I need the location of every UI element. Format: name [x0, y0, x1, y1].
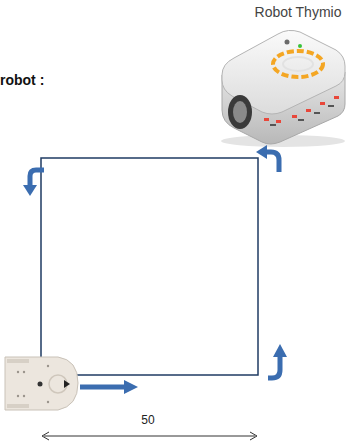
- dot: [47, 401, 49, 403]
- led: [276, 120, 281, 123]
- dot: [23, 395, 25, 397]
- turn-arrow: [266, 152, 279, 172]
- robot-front-leds: [264, 96, 339, 123]
- led: [320, 102, 325, 105]
- robot-led-green: [298, 44, 302, 48]
- turn-arrows: [30, 152, 280, 387]
- sensor: [314, 112, 320, 114]
- dot: [47, 365, 49, 367]
- dot: [23, 371, 25, 373]
- robot-top-hole: [38, 382, 43, 387]
- led: [264, 118, 269, 121]
- led: [306, 109, 311, 112]
- sensor: [328, 105, 334, 107]
- turn-arrow: [30, 170, 44, 186]
- arrow-heads: [23, 145, 287, 394]
- robot-top-body: [5, 357, 78, 410]
- dimension-line: [42, 432, 257, 440]
- robot-wheel-hub: [233, 101, 247, 123]
- dimension-label: 50: [118, 414, 178, 428]
- robot-illustration: [221, 30, 345, 147]
- dot: [17, 371, 19, 373]
- square-path: [41, 158, 258, 375]
- arrow-head: [124, 380, 138, 394]
- robot-top-wheel: [7, 404, 29, 408]
- sensor: [298, 119, 304, 121]
- robot-top-view: [5, 357, 78, 410]
- robot-top-direction: [64, 380, 70, 388]
- dimension-head: [42, 432, 49, 440]
- led: [334, 96, 339, 99]
- robot-led-ring: [273, 51, 323, 77]
- arrow-head: [23, 185, 37, 196]
- arrow-head: [273, 344, 287, 357]
- dimension-head: [250, 432, 257, 440]
- turn-arrow: [268, 356, 280, 378]
- caption-text: Robot Thymio: [240, 4, 356, 20]
- dot: [17, 395, 19, 397]
- robot-buttons: [283, 57, 313, 71]
- robot-top-dots: [17, 365, 49, 403]
- move-arrow: [80, 385, 126, 390]
- led: [292, 115, 297, 118]
- arrow-head: [256, 145, 267, 159]
- sensor: [270, 124, 276, 126]
- dimension-shaft: [44, 436, 255, 437]
- heading-text: robot :: [0, 72, 70, 88]
- robot-top-wheel: [7, 359, 29, 363]
- robot-wheel: [228, 95, 252, 129]
- robot-hole: [285, 40, 290, 45]
- robot-sensors: [270, 105, 334, 126]
